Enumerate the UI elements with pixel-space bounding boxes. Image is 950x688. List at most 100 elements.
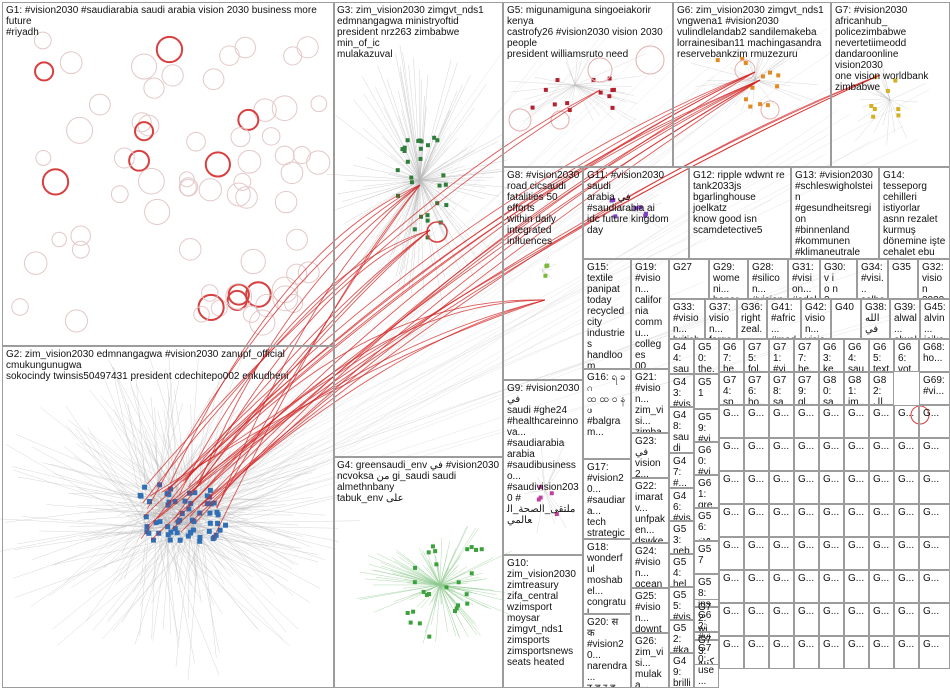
group-label: G52: #ka...	[673, 623, 690, 653]
g6-edge	[754, 51, 775, 81]
red-edge	[212, 184, 421, 540]
g2-node	[172, 526, 178, 532]
small-group-cell: G...	[894, 438, 919, 471]
g4-edge	[395, 549, 441, 586]
g2-node	[185, 533, 191, 539]
g2-edge	[186, 377, 221, 519]
small-group-cell: G...	[819, 504, 844, 537]
g2-edge	[0, 518, 184, 530]
g4-edge	[439, 525, 468, 586]
g3-edge	[419, 179, 450, 183]
g9-edge	[544, 489, 561, 509]
g6-node	[743, 60, 748, 65]
long-gray-edge	[166, 125, 904, 506]
g1-node-circle	[261, 127, 281, 146]
g5-edge	[574, 54, 578, 86]
group-box-g30: G30: v i o n 2...	[820, 259, 857, 299]
small-group-cell-label: G...	[773, 507, 790, 518]
group-box-g29: G29: womeni... honor...	[709, 259, 748, 299]
group-label: G30: v i o n 2...	[824, 262, 846, 298]
small-group-cell: G...	[919, 537, 950, 570]
g5-node	[543, 87, 548, 92]
small-group-cell: G...	[869, 504, 894, 537]
g6-edge	[754, 79, 776, 107]
group-box-g37: G37: vision... forget...	[705, 299, 737, 339]
small-group-cell-label: G...	[848, 639, 865, 650]
g1-node-circle	[201, 284, 219, 302]
g6-edge	[751, 79, 756, 114]
group-label: G28: #silicon... #vision...	[752, 262, 783, 298]
g1-node-circle	[71, 240, 90, 259]
g3-edge	[419, 107, 475, 181]
small-group-cell-label: G...	[823, 606, 840, 617]
g6-edge	[754, 42, 765, 81]
g2-edge	[40, 407, 196, 531]
g6-edge	[754, 50, 789, 81]
g5-edge	[510, 84, 576, 93]
group-label: G42: vision... vision...	[805, 302, 827, 338]
g3-edge	[400, 179, 421, 190]
g9-node	[538, 484, 543, 489]
g1-node-circle	[144, 198, 171, 225]
group-label: G20: स क #vision20... narendra... ट व र …	[587, 617, 628, 687]
small-group-cell-label: G...	[798, 540, 815, 551]
g3-node	[416, 138, 421, 143]
g2-edge	[122, 520, 180, 623]
g11-edge	[629, 209, 631, 223]
g6-edge	[754, 60, 758, 81]
g5-node	[567, 108, 572, 113]
g6-node	[776, 73, 781, 78]
small-group-cell-label: G...	[873, 441, 890, 452]
group-box-g9: G9: #vision2030 في saudi #ghe24 #healthc…	[503, 380, 583, 555]
small-group-cell-label: G...	[773, 441, 790, 452]
long-gray-edge	[191, 28, 827, 520]
small-group-cell: G...	[894, 537, 919, 570]
g3-node	[412, 227, 417, 232]
g2-edge	[64, 446, 148, 512]
group-label: G9: #vision2030 في saudi #ghe24 #healthc…	[507, 383, 580, 526]
g3-edge	[353, 165, 421, 181]
small-group-cell: G...	[819, 405, 844, 438]
group-box-g34: G34: #visi... salha...	[857, 259, 888, 299]
group-label: G54: help #vis...	[673, 557, 687, 587]
g3-node	[400, 147, 405, 152]
g4-edge	[439, 557, 494, 586]
g3-edge	[397, 179, 421, 232]
g2-node	[168, 529, 174, 535]
g5-node	[552, 102, 557, 107]
small-group-cell-label: G...	[823, 639, 840, 650]
small-group-cell: G...	[894, 504, 919, 537]
small-group-cell: G...	[719, 438, 744, 471]
small-group-cell: G...	[894, 471, 919, 504]
g4-edge	[430, 584, 441, 625]
red-edge	[166, 71, 756, 492]
small-group-cell-label: G...	[898, 408, 915, 419]
g2-edge	[65, 424, 155, 531]
small-group-cell: G...	[844, 537, 869, 570]
red-edge	[201, 299, 546, 493]
g2-edge	[31, 446, 183, 530]
g3-edge	[419, 83, 487, 181]
group-label: G53: nebi...	[673, 524, 690, 554]
g6-edge	[713, 79, 756, 93]
g5-node-circle	[508, 108, 532, 132]
g1-node-circle	[23, 251, 48, 275]
g5-edge	[574, 84, 632, 87]
g4-node	[408, 620, 413, 625]
g3-edge	[418, 179, 421, 265]
g4-edge	[407, 571, 441, 586]
small-node-circle	[910, 405, 930, 425]
g2-edge	[183, 501, 262, 535]
g4-edge	[439, 584, 481, 636]
g4-edge	[400, 566, 441, 586]
g5-edge	[508, 84, 576, 113]
g2-edge	[179, 510, 214, 606]
red-edge	[171, 79, 761, 530]
long-gray-edge	[147, 268, 844, 533]
g1-node-circle	[113, 147, 135, 169]
g4-node	[465, 601, 470, 606]
group-box-g5: G5: migunamiguna singoeiakorir kenya cas…	[503, 2, 673, 167]
g2-edge	[101, 447, 157, 500]
g4-edge	[426, 551, 441, 586]
group-label: G15: textile panipat today recycled city…	[587, 262, 625, 369]
